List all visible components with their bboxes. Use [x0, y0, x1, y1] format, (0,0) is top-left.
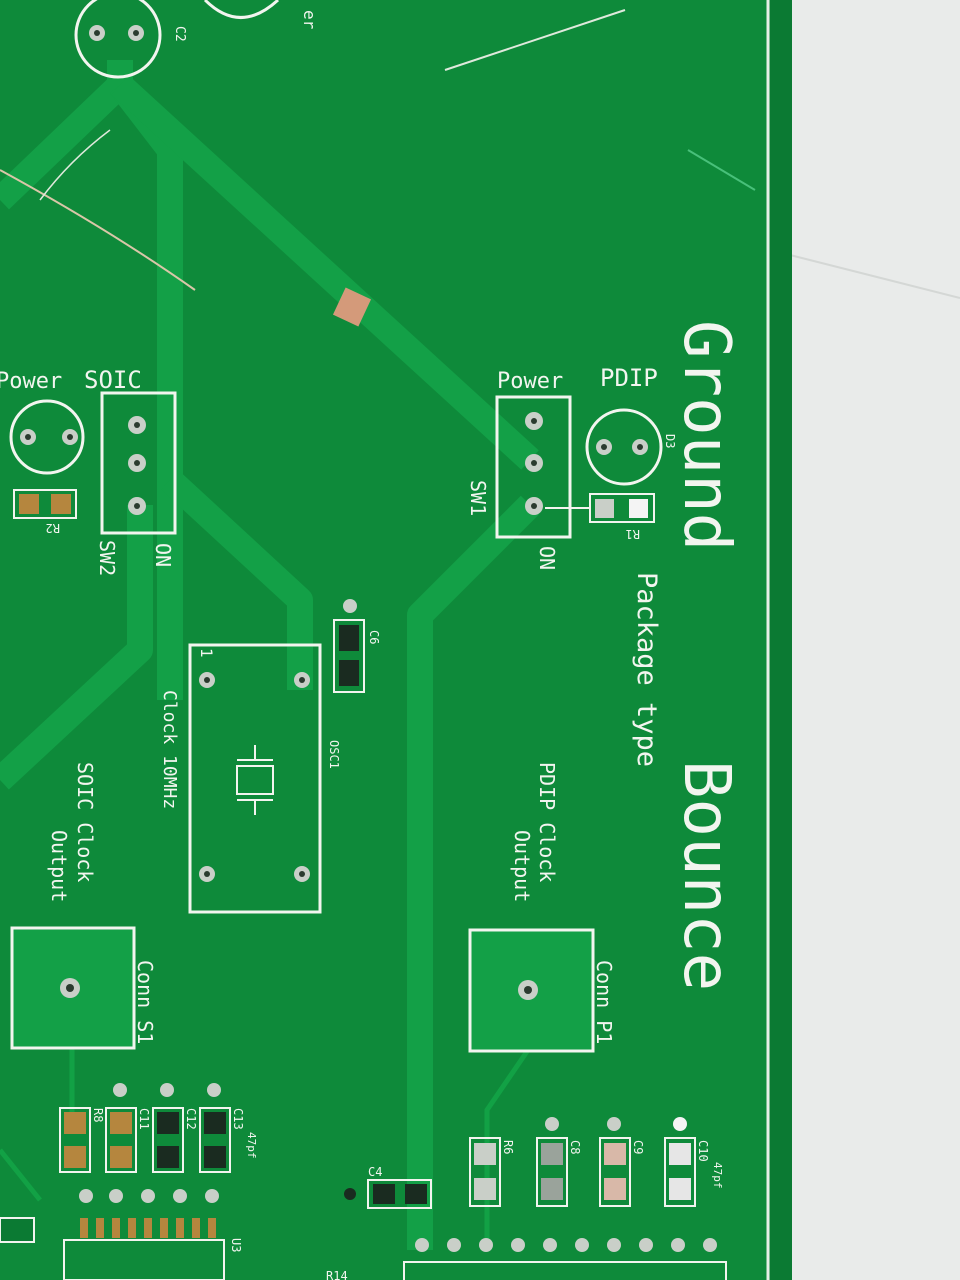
subtitle-package-type: Package type — [631, 572, 662, 767]
label-conn-s1: Conn S1 — [133, 960, 157, 1044]
label-r1: R1 — [626, 527, 640, 541]
label-conn-p1: Conn P1 — [592, 960, 616, 1044]
label-d3: D3 — [663, 434, 677, 448]
label-u3: U3 — [229, 1238, 243, 1252]
label-r8: R8 — [91, 1108, 105, 1122]
u3-ic: U3 — [0, 1189, 243, 1280]
c4-capacitor: C4 — [344, 1165, 432, 1209]
title-ground: Ground — [669, 320, 743, 551]
label-soic-clock-line2: Output — [47, 830, 71, 902]
label-c9: C9 — [631, 1140, 645, 1154]
header-row: R14 — [326, 1238, 727, 1280]
label-c13: C13 — [231, 1108, 245, 1130]
title-bounce: Bounce — [669, 760, 743, 991]
board-edge-shade — [770, 0, 792, 1280]
sw2-switch: SW2 ON — [95, 391, 177, 576]
label-osc1: OSC1 — [327, 740, 341, 769]
label-r6: R6 — [501, 1140, 515, 1154]
bottom-left-passives: R8 C11 C12 C13 47pf — [59, 1083, 258, 1173]
label-on-right: ON — [535, 546, 559, 570]
c2-component: C2 — [74, 0, 187, 79]
label-soic: SOIC — [84, 366, 142, 394]
label-on-left: ON — [151, 543, 175, 567]
conn-p1: Conn P1 — [468, 928, 616, 1053]
label-sw2: SW2 — [95, 540, 119, 576]
label-c6: C6 — [367, 630, 381, 644]
label-47pf-left: 47pf — [245, 1132, 258, 1159]
label-sw1: SW1 — [466, 480, 490, 516]
conn-s1: Conn S1 — [10, 926, 157, 1050]
c6-capacitor: C6 — [333, 599, 381, 693]
label-c10: C10 — [696, 1140, 710, 1162]
table-seam — [789, 254, 960, 299]
bottom-right-passives: R6 C8 C9 C10 47pf — [469, 1117, 724, 1207]
label-power-right: Power — [497, 369, 563, 394]
scratches — [0, 9, 756, 327]
label-c11: C11 — [137, 1108, 151, 1130]
label-pdip-clock-line2: Output — [510, 830, 534, 902]
label-r2: R2 — [46, 521, 60, 535]
label-r14: R14 — [326, 1269, 348, 1280]
label-pdip: PDIP — [600, 364, 658, 392]
d3-led: D3 — [585, 408, 677, 486]
label-c2: C2 — [172, 26, 187, 42]
sw1-switch: SW1 ON — [466, 395, 572, 570]
r1-resistor: R1 — [545, 493, 655, 541]
copper-traces — [0, 60, 540, 1250]
label-pdip-clock-line1: PDIP Clock — [535, 762, 559, 882]
label-c12: C12 — [184, 1108, 198, 1130]
r2-resistor: R2 — [13, 489, 77, 535]
osc1-oscillator: 1 OSC1 Clock 10MHz — [159, 643, 341, 914]
label-soic-clock-line1: SOIC Clock — [73, 762, 97, 882]
label-47pf-right: 47pf — [711, 1162, 724, 1189]
label-c4: C4 — [368, 1165, 382, 1179]
label-power-left: Power — [0, 369, 62, 394]
partial-circle — [203, 0, 280, 19]
label-pin1: 1 — [197, 648, 216, 658]
label-clock-10mhz: Clock 10MHz — [159, 690, 180, 809]
led-left — [9, 399, 85, 475]
label-c8: C8 — [568, 1140, 582, 1154]
label-er: er — [300, 10, 319, 30]
